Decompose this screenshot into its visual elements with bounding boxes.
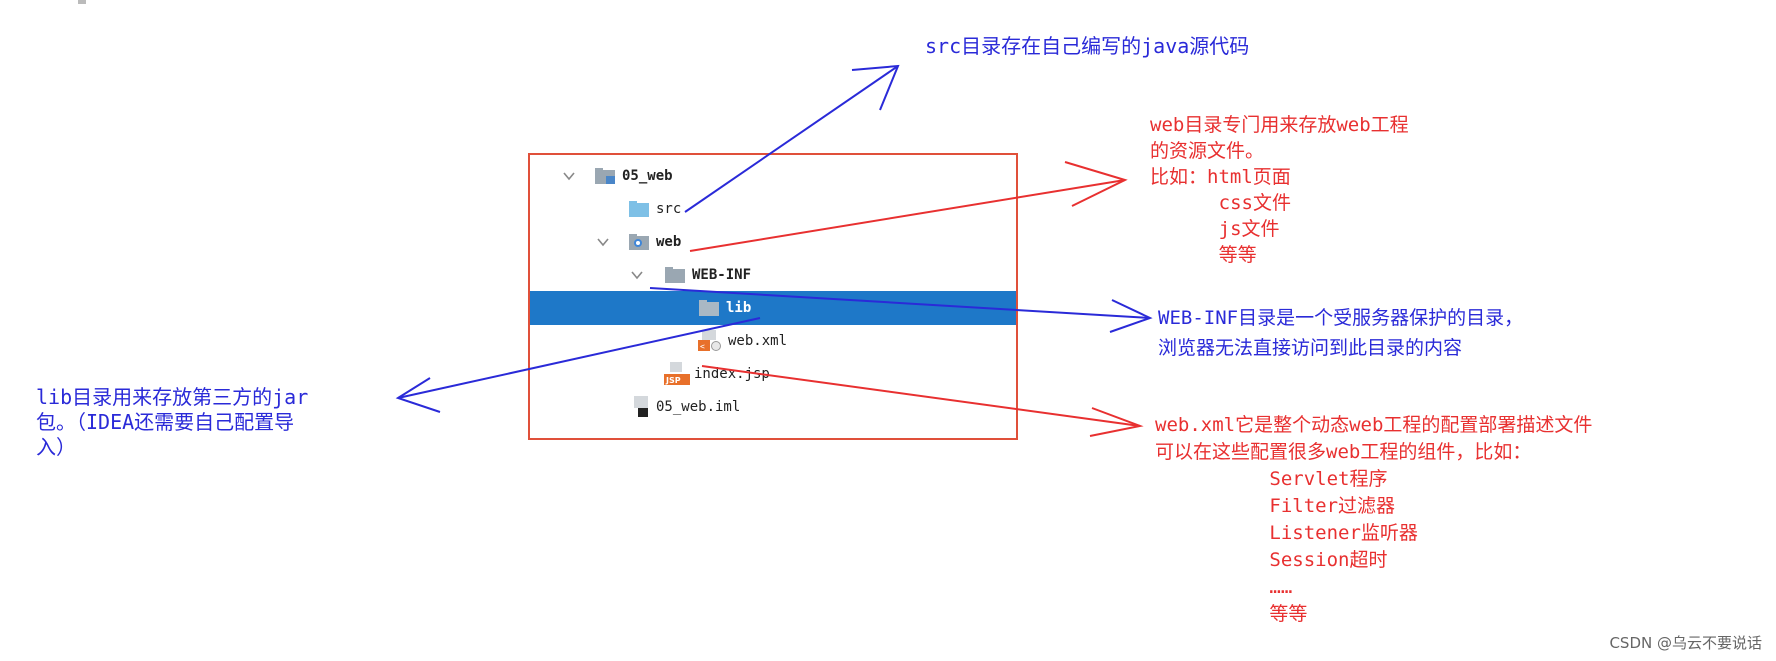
webinf-arrow-head xyxy=(1109,299,1153,333)
tree-label-lib: lib xyxy=(726,300,752,316)
lib-arrow-head xyxy=(395,377,441,413)
tree-label-05-web-iml: 05_web.iml xyxy=(656,399,741,415)
jsp-badge-text: JSP xyxy=(665,376,681,385)
chevron-down-icon[interactable] xyxy=(630,268,644,282)
iml-file-icon xyxy=(634,396,648,417)
src-arrow-head xyxy=(851,64,900,111)
tree-label-05-web: 05_web xyxy=(622,168,673,184)
tree-row-src[interactable]: src xyxy=(530,192,1016,226)
svg-text:<: < xyxy=(700,342,705,351)
web-arrow-head xyxy=(1064,161,1128,207)
note-webxml: web.xml它是整个动态web工程的配置部署描述文件 可以在这些配置很多web… xyxy=(1155,414,1593,625)
tree-row-web-inf[interactable]: WEB-INF xyxy=(530,258,1016,292)
xml-file-icon: < xyxy=(698,330,721,351)
chevron-down-icon[interactable] xyxy=(562,169,576,183)
web-folder-icon xyxy=(629,234,649,250)
tree-row-05-web-iml[interactable]: 05_web.iml xyxy=(530,390,1016,424)
tree-row-05-web[interactable]: 05_web xyxy=(530,159,1016,193)
note-lib: lib目录用来存放第三方的jar 包。（IDEA还需要自己配置导 入） xyxy=(36,385,309,459)
note-webinf: WEB-INF目录是一个受服务器保护的目录， 浏览器无法直接访问到此目录的内容 xyxy=(1158,307,1524,359)
module-folder-icon xyxy=(595,168,615,184)
source-folder-icon xyxy=(629,201,649,217)
chevron-down-icon[interactable] xyxy=(596,235,610,249)
top-edge-mark xyxy=(78,0,86,4)
tree-row-index-jsp[interactable]: JSP index.jsp xyxy=(530,357,1016,391)
project-tree-panel: 05_web src web WEB-INF lib < web.xml JSP… xyxy=(528,153,1018,440)
folder-icon xyxy=(665,267,685,283)
tree-row-web[interactable]: web xyxy=(530,225,1016,259)
jsp-file-icon: JSP xyxy=(664,362,690,385)
folder-icon xyxy=(699,300,719,316)
tree-label-web: web xyxy=(656,234,682,250)
tree-label-src: src xyxy=(656,201,682,217)
csdn-watermark: CSDN @乌云不要说话 xyxy=(1609,634,1762,652)
tree-label-web-inf: WEB-INF xyxy=(692,267,752,283)
webxml-arrow-head xyxy=(1089,407,1144,437)
note-src: src目录存在自己编写的java源代码 xyxy=(925,34,1250,58)
note-web: web目录专门用来存放web工程 的资源文件。 比如：html页面 css文件 … xyxy=(1150,114,1409,266)
tree-label-index-jsp: index.jsp xyxy=(694,366,770,382)
tree-label-web-xml: web.xml xyxy=(728,333,788,349)
tree-row-web-xml[interactable]: < web.xml xyxy=(530,324,1016,358)
tree-row-lib[interactable]: lib xyxy=(530,291,1016,325)
